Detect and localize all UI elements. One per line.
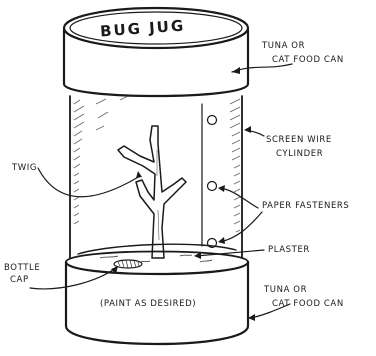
label-bottom-can-line1: TUNA OR [263,285,307,295]
label-fasteners: PAPER FASTENERS [262,201,349,211]
label-bottle-line1: BOTTLE [4,263,40,273]
label-bottle-line2: CAP [10,275,29,285]
bottom-can [66,252,248,345]
paper-fasteners [208,116,217,248]
label-twig: TWIG [11,163,37,173]
top-can-leader [232,64,292,72]
paint-label: (PAINT AS DESIRED) [100,299,196,309]
fastener-leader-2 [220,212,262,242]
bottle-cap [114,260,142,268]
label-screen-line2: CYLINDER [276,149,323,159]
label-screen-line1: SCREEN WIRE [266,135,332,145]
twig-arrow [136,171,142,178]
label-top-can-line2: CAT FOOD CAN [272,55,344,65]
twig [118,126,186,258]
fastener-top [208,116,217,125]
fastener-leader-1 [220,188,258,208]
fastener-middle [208,182,217,191]
twig-leader [38,168,140,197]
label-plaster: PLASTER [268,245,310,255]
jug-title: BUG JUG [99,17,185,41]
label-top-can-line1: TUNA OR [261,41,305,51]
label-bottom-can-line2: CAT FOOD CAN [272,299,344,309]
